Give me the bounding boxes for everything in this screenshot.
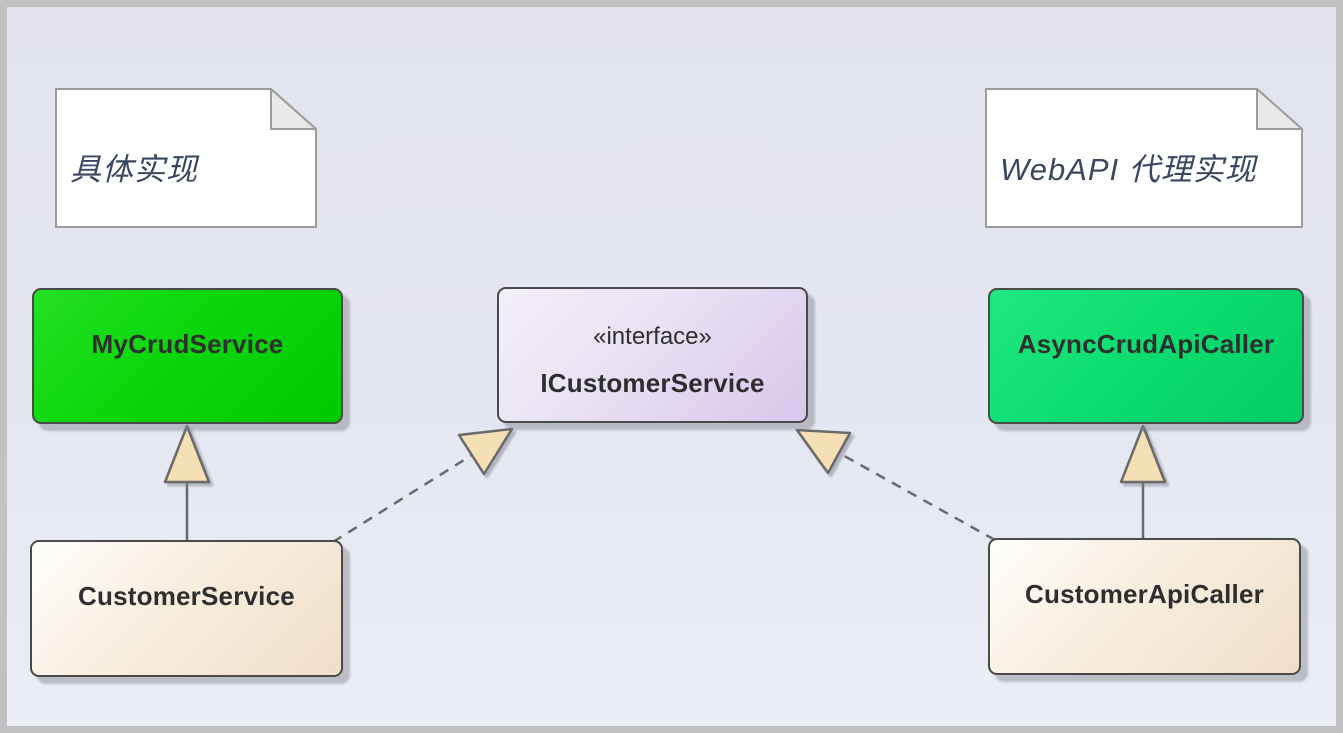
edge-realization-customerapicaller-icustomerservice[interactable] (795, 428, 996, 542)
note-shape (985, 88, 1303, 228)
edge-realization-customerservice-icustomerservice[interactable] (332, 427, 514, 544)
class-name: AsyncCrudApiCaller (1017, 329, 1275, 359)
class-customerapicaller[interactable]: CustomerApiCaller (988, 538, 1301, 675)
note-concrete-implementation[interactable]: 具体实现 (55, 88, 317, 228)
edge-line (838, 451, 996, 542)
class-name: CustomerService (78, 581, 295, 611)
note-shape (55, 88, 317, 228)
generalization-arrowhead (163, 424, 211, 484)
class-name: MyCrudService (91, 329, 284, 359)
note-text: WebAPI 代理实现 (1000, 152, 1257, 187)
edge-line (332, 453, 473, 544)
class-asynccrudapicaller[interactable]: AsyncCrudApiCaller (988, 288, 1304, 424)
realization-arrowhead (795, 428, 852, 475)
generalization-arrowhead (1119, 424, 1167, 484)
note-text: 具体实现 (70, 152, 198, 187)
realization-arrowhead (457, 427, 514, 476)
note-fold-icon (1256, 88, 1303, 130)
class-name: CustomerApiCaller (1025, 579, 1264, 609)
class-name: ICustomerService (540, 368, 765, 398)
class-mycrudservice[interactable]: MyCrudService (32, 288, 343, 424)
edge-generalization-customerservice-mycrudservice[interactable] (163, 424, 211, 540)
edge-generalization-customerapicaller-asynccrudapicaller[interactable] (1119, 424, 1167, 538)
interface-stereotype: «interface» (593, 323, 712, 350)
note-webapi-proxy-implementation[interactable]: WebAPI 代理实现 (985, 88, 1303, 228)
connector-layer (163, 424, 1167, 544)
interface-icustomerservice[interactable]: «interface» ICustomerService (497, 287, 808, 423)
class-customerservice[interactable]: CustomerService (30, 540, 343, 677)
note-fold-icon (270, 88, 317, 130)
diagram-stage: 具体实现 WebAPI 代理实现 MyCrudService «interfac… (7, 7, 1336, 726)
